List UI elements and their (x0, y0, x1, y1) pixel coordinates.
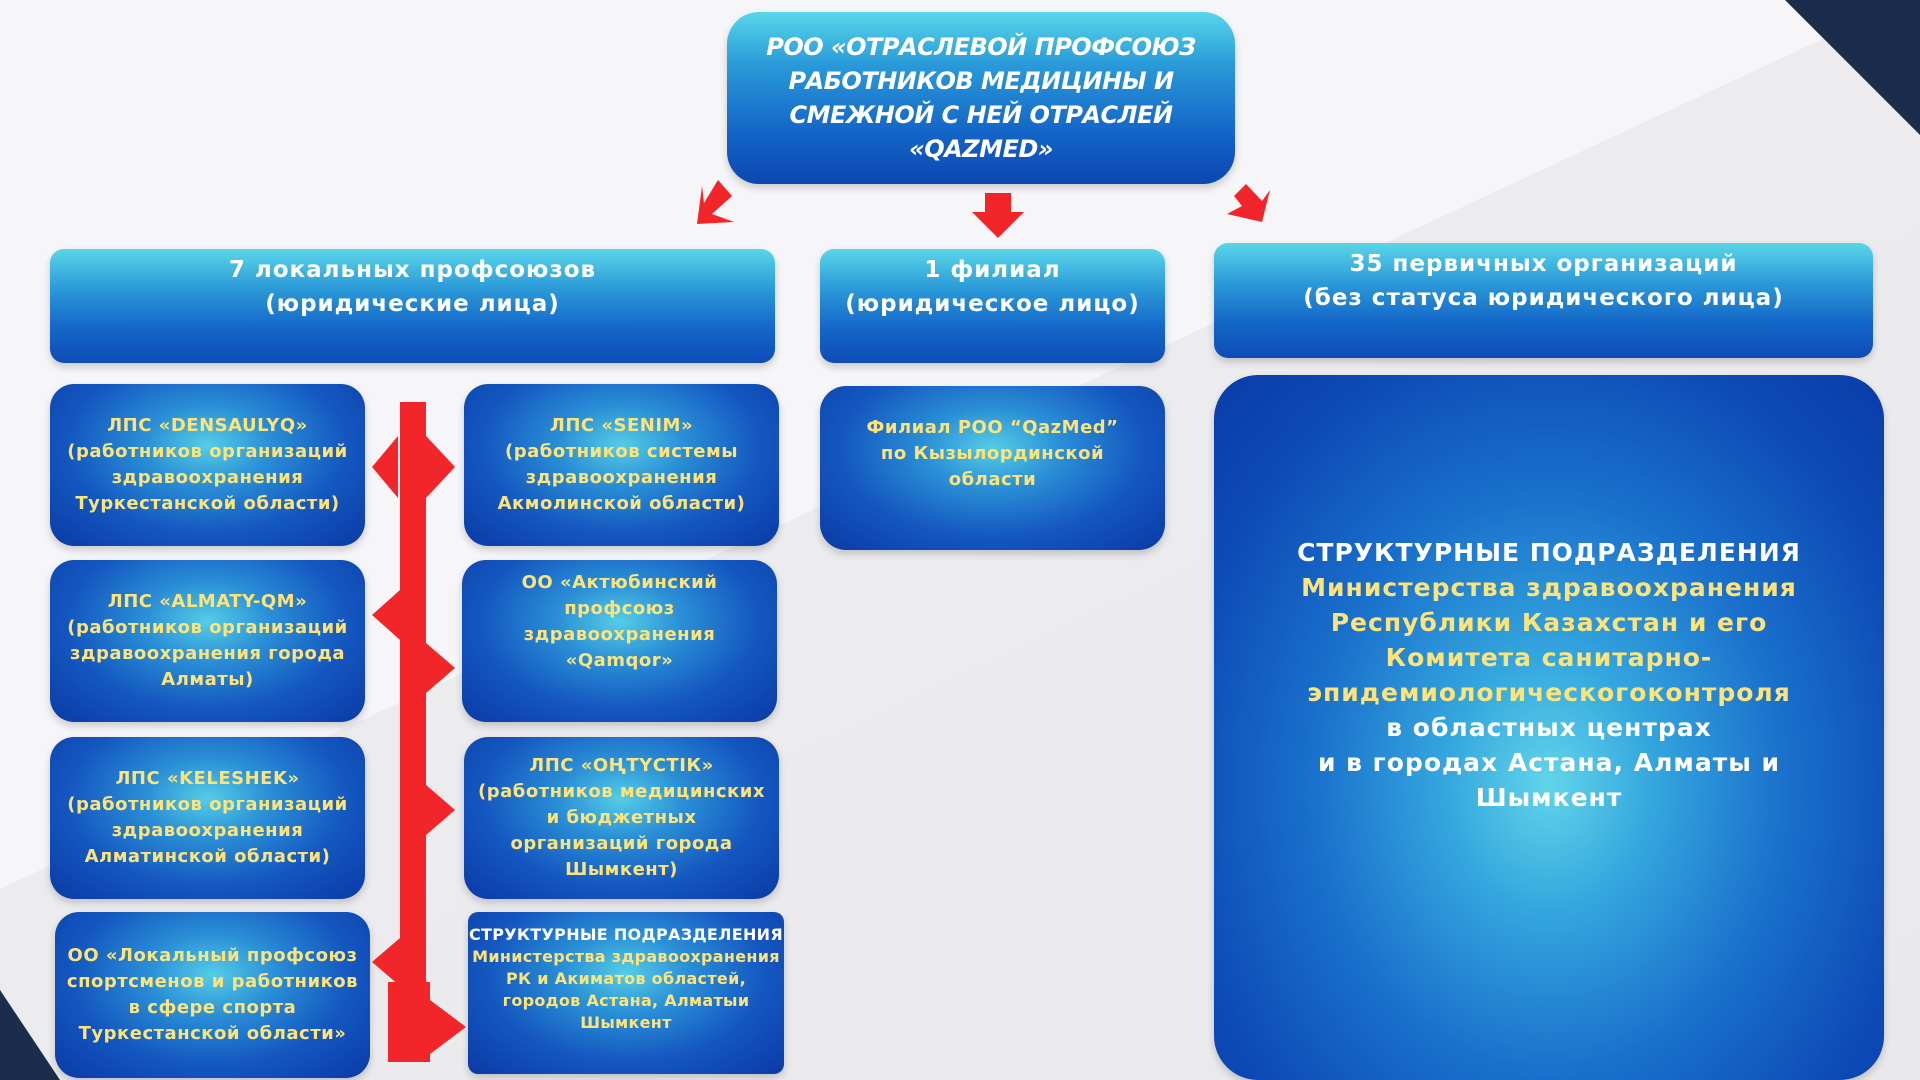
union-box-densaulyq: ЛПС «DENSAULYQ» (работников организаций … (50, 384, 365, 546)
structural-units-big-box: СТРУКТУРНЫЕ ПОДРАЗДЕЛЕНИЯ Министерства з… (1214, 375, 1884, 1080)
arrow-to-branch (972, 193, 1024, 238)
union-line: здравоохранения (525, 467, 718, 488)
union-line: организаций города (510, 833, 733, 854)
spine-bar (400, 402, 426, 1032)
header-branch: 1 филиал (юридическое лицо) (820, 249, 1165, 363)
union-line: «Qamqor» (565, 650, 674, 671)
structural-big-line: эпидемиологическогоконтроля (1307, 678, 1791, 707)
union-name: ЛПС «DENSAULYQ» (107, 415, 308, 436)
header-local-line-1: 7 локальных профсоюзов (228, 257, 597, 283)
structural-big-line: Шымкент (1475, 783, 1623, 812)
union-line: (работников медицинских (478, 781, 765, 802)
structural-units-small-box: СТРУКТУРНЫЕ ПОДРАЗДЕЛЕНИЯ Министерства з… (468, 912, 784, 1074)
union-name: ЛПС «ALMATY-QM» (107, 591, 308, 612)
arrow-left-1 (372, 436, 398, 498)
arrow-right-1 (426, 436, 455, 498)
structural-small-title: СТРУКТУРНЫЕ ПОДРАЗДЕЛЕНИЯ (469, 925, 783, 944)
union-name: ЛПС «ОҢТҮСТІК» (529, 755, 714, 776)
structural-big-title: СТРУКТУРНЫЕ ПОДРАЗДЕЛЕНИЯ (1297, 538, 1801, 567)
union-box-ontustik: ЛПС «ОҢТҮСТІК» (работников медицинских и… (464, 737, 779, 899)
header-local-unions: 7 локальных профсоюзов (юридические лица… (50, 249, 775, 363)
union-box-senim: ЛПС «SENIM» (работников системы здравоох… (464, 384, 779, 546)
union-box-keleshek: ЛПС «KELESHEK» (работников организаций з… (50, 737, 365, 899)
structural-small-line: городов Астана, Алматыи (502, 991, 750, 1010)
top-right-corner-triangle (1785, 0, 1920, 135)
union-line: (работников организаций (67, 617, 348, 638)
union-line: Алматинской области) (84, 846, 331, 867)
top-box-line-1: РОО «ОТРАСЛЕВОЙ ПРОФСОЮЗ (766, 33, 1196, 61)
union-line: (работников организаций (67, 794, 348, 815)
union-line: здравоохранения города (69, 643, 345, 664)
structural-small-line: Министерства здравоохранения (472, 947, 780, 966)
structural-big-line: Комитета санитарно- (1385, 643, 1713, 672)
union-line: (работников системы (505, 441, 738, 462)
header-primary-organizations: 35 первичных организаций (без статуса юр… (1214, 243, 1873, 358)
union-line: здравоохранения (111, 820, 304, 841)
structural-big-line: Республики Казахстан и его (1330, 608, 1768, 637)
union-line: здравоохранения (523, 624, 716, 645)
union-line: Акмолинской области) (497, 493, 746, 514)
top-box-line-3: СМЕЖНОЙ С НЕЙ ОТРАСЛЕЙ (789, 101, 1173, 129)
union-line: Туркестанской области) (75, 493, 340, 514)
header-local-line-2: (юридические лица) (265, 291, 560, 317)
header-primary-line-1: 35 первичных организаций (1349, 251, 1738, 277)
union-line: Туркестанской области» (78, 1023, 347, 1044)
structural-big-line: и в городах Астана, Алматы и (1317, 748, 1781, 777)
branch-box: Филиал РОО “QazMed” по Кызылординской об… (820, 386, 1165, 550)
union-name: ОО «Локальный профсоюз (67, 945, 358, 966)
structural-big-line: в областных центрах (1386, 713, 1712, 742)
arrow-right-2 (426, 643, 455, 693)
union-box-almaty-qm: ЛПС «ALMATY-QM» (работников организаций … (50, 560, 365, 722)
arrow-left-3 (372, 938, 400, 986)
arrow-left-2 (372, 590, 400, 640)
header-branch-line-2: (юридическое лицо) (845, 291, 1140, 317)
union-box-sports: ОО «Локальный профсоюз спортсменов и раб… (55, 912, 370, 1078)
branch-line-1: Филиал РОО “QazMed” (866, 417, 1119, 438)
arrow-down-right (388, 982, 466, 1062)
bottom-left-corner-triangle (0, 990, 60, 1080)
structural-small-line: РК и Акиматов областей, (506, 969, 746, 988)
branch-line-2: по Кызылординской (880, 443, 1105, 464)
union-name: ОО «Актюбинский (521, 572, 718, 593)
union-line: Алматы) (161, 669, 254, 690)
union-name: ЛПС «KELESHEK» (115, 768, 300, 789)
union-line: профсоюз (564, 598, 675, 619)
union-name: ЛПС «SENIM» (549, 415, 694, 436)
structural-small-line: Шымкент (580, 1013, 672, 1032)
top-box-line-2: РАБОТНИКОВ МЕДИЦИНЫ И (788, 67, 1174, 95)
union-line: здравоохранения (111, 467, 304, 488)
union-line: Шымкент) (565, 859, 678, 880)
branch-line-3: области (948, 469, 1037, 490)
arrow-right-3 (426, 785, 455, 835)
union-line: (работников организаций (67, 441, 348, 462)
union-line: в сфере спорта (128, 997, 297, 1018)
top-organization-box: РОО «ОТРАСЛЕВОЙ ПРОФСОЮЗ РАБОТНИКОВ МЕДИ… (727, 12, 1235, 184)
structural-big-line: Министерства здравоохранения (1301, 573, 1797, 602)
header-branch-line-1: 1 филиал (924, 257, 1061, 283)
arrow-to-local (697, 180, 734, 224)
union-line: и бюджетных (546, 807, 697, 828)
union-line: спортсменов и работников (66, 971, 359, 992)
union-box-qamqor: ОО «Актюбинский профсоюз здравоохранения… (462, 560, 777, 722)
header-primary-line-2: (без статуса юридического лица) (1303, 285, 1784, 311)
arrow-to-primary (1227, 184, 1270, 222)
top-box-line-4: «QAZMED» (909, 135, 1053, 163)
